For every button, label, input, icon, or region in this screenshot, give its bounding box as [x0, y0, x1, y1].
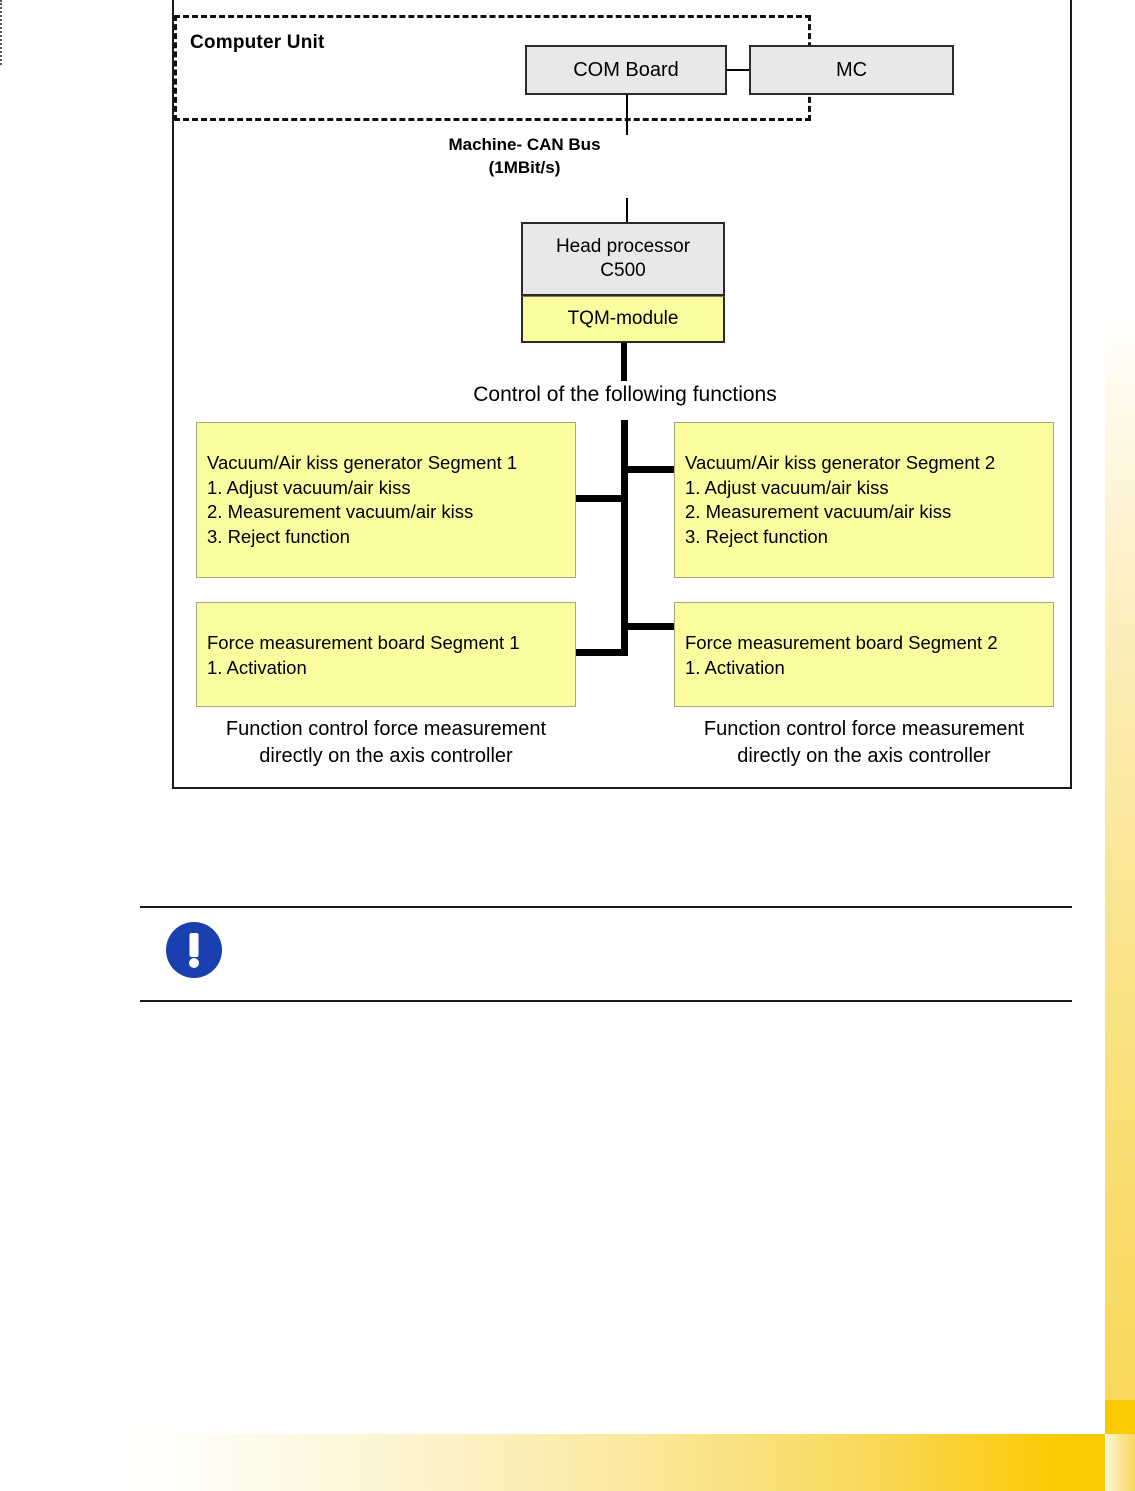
force-segment-1-item-1: 1. Activation: [207, 656, 307, 678]
com-board-box[interactable]: COM Board: [525, 45, 727, 95]
exclamation-dot: [189, 958, 199, 968]
caption-force-segment-2: Function control force measurement direc…: [664, 716, 1064, 770]
connector-com-board-down: [626, 95, 628, 135]
connector-branch-force-segment-1: [570, 649, 628, 656]
connector-branch-force-segment-2: [628, 623, 676, 630]
force-segment-1-title: Force measurement board Segment 1: [207, 632, 520, 653]
vacuum-segment-2-item-3: 3. Reject function: [685, 525, 828, 547]
page-edge-gradient-bottom: [100, 1434, 1105, 1491]
connector-can-bus-to-head-processor: [626, 198, 628, 224]
connector-distribution-bus: [621, 420, 628, 656]
vacuum-segment-2-title: Vacuum/Air kiss generator Segment 2: [685, 452, 996, 473]
can-bus-label: Machine- CAN Bus (1MBit/s): [432, 134, 617, 180]
vacuum-segment-1-item-2: 2. Measurement vacuum/air kiss: [207, 501, 474, 523]
vacuum-segment-1-item-3: 3. Reject function: [207, 525, 350, 547]
caption-force-segment-1-line1: Function control force measurement: [225, 718, 547, 740]
force-segment-2-title: Force measurement board Segment 2: [685, 632, 998, 653]
connector-branch-vacuum-segment-1: [570, 495, 628, 502]
vacuum-segment-2-item-1: 1. Adjust vacuum/air kiss: [685, 476, 889, 498]
head-processor-line2: C500: [600, 260, 646, 281]
force-segment-2-box[interactable]: Force measurement board Segment 2 1. Act…: [674, 602, 1054, 707]
connector-tqm-down: [621, 343, 627, 381]
mc-box[interactable]: MC: [749, 45, 954, 95]
tqm-module-box[interactable]: TQM-module: [521, 296, 725, 343]
vacuum-segment-1-box[interactable]: Vacuum/Air kiss generator Segment 1 1. A…: [196, 422, 576, 578]
force-segment-2-item-1: 1. Activation: [685, 656, 785, 678]
vacuum-segment-1-title: Vacuum/Air kiss generator Segment 1: [207, 452, 518, 473]
connector-can-bus-dotted: [0, 0, 4, 65]
vacuum-segment-2-item-2: 2. Measurement vacuum/air kiss: [685, 501, 952, 523]
caption-force-segment-1-line2: directly on the axis controller: [259, 745, 513, 767]
notice-divider-top: [140, 906, 1072, 908]
page-edge-gradient-bottom-corner: [1105, 1434, 1135, 1491]
page-edge-gradient-right: [1105, 310, 1135, 1400]
notice-exclamation-icon: [166, 922, 222, 978]
head-processor-box[interactable]: Head processor C500: [521, 222, 725, 296]
caption-force-segment-2-line2: directly on the axis controller: [737, 745, 991, 767]
vacuum-segment-2-box[interactable]: Vacuum/Air kiss generator Segment 2 1. A…: [674, 422, 1054, 578]
caption-force-segment-1: Function control force measurement direc…: [186, 716, 586, 770]
exclamation-stem: [189, 933, 199, 957]
force-segment-1-box[interactable]: Force measurement board Segment 1 1. Act…: [196, 602, 576, 707]
connector-branch-vacuum-segment-2: [628, 466, 676, 473]
computer-unit-label: Computer Unit: [190, 32, 325, 53]
vacuum-segment-1-item-1: 1. Adjust vacuum/air kiss: [207, 476, 411, 498]
head-processor-line1: Head processor: [555, 235, 691, 257]
caption-force-segment-2-line1: Function control force measurement: [703, 718, 1025, 740]
can-bus-label-line1: Machine- CAN Bus: [448, 135, 601, 154]
control-functions-label: Control of the following functions: [473, 383, 777, 406]
can-bus-label-line2: (1MBit/s): [488, 157, 561, 177]
notice-divider-bottom: [140, 1000, 1072, 1002]
connector-com-board-to-mc: [727, 69, 749, 71]
